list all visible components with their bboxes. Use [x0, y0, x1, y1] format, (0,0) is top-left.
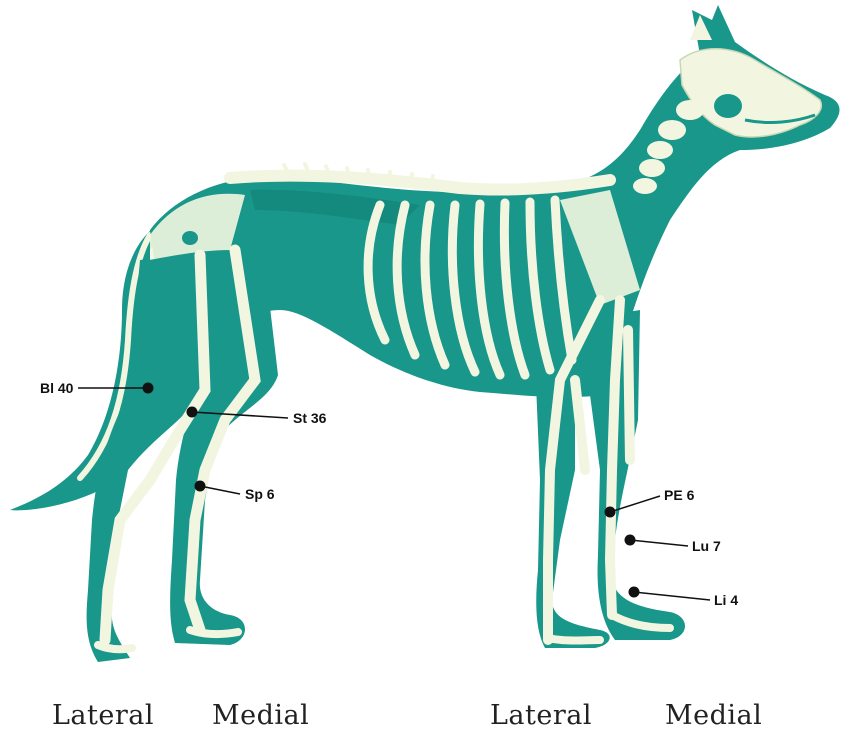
point-lu7	[625, 535, 689, 547]
label-sp6: Sp 6	[245, 486, 275, 502]
fore-lateral-label: Lateral	[490, 700, 592, 731]
label-st36: St 36	[293, 410, 326, 426]
point-li4	[629, 587, 711, 601]
label-li4: Li 4	[714, 592, 738, 608]
label-pe6: PE 6	[664, 487, 694, 503]
label-bl40: Bl 40	[40, 380, 73, 396]
hind-medial-label: Medial	[212, 700, 309, 731]
hind-lateral-label: Lateral	[52, 700, 154, 731]
label-lu7: Lu 7	[692, 538, 721, 554]
fore-medial-label: Medial	[665, 700, 762, 731]
